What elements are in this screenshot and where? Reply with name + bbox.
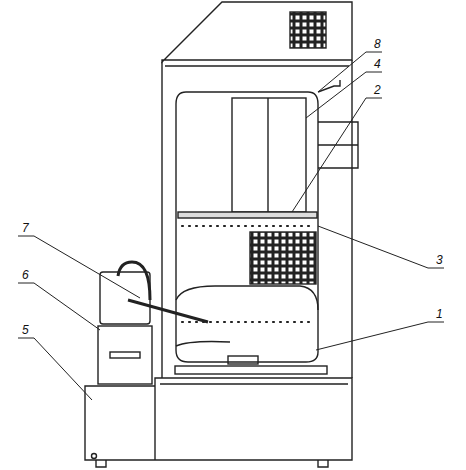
pump-body [98,326,152,384]
cabinet [162,60,352,378]
callout-number: 4 [372,58,383,71]
fuel-line [128,300,208,322]
air-holes [182,225,314,227]
callout-number: 2 [372,84,383,97]
leader-lines [18,52,444,400]
inner-cylinder [232,98,306,212]
bracket [318,80,340,92]
chamber-grille [250,232,316,284]
pump-slot [110,352,140,358]
hood-grille [290,12,326,48]
callout-number: 1 [434,308,445,321]
callout-number: 7 [20,222,31,235]
exhaust-outlet [318,122,358,168]
inner-cylinder-edge [267,98,268,212]
drain-plug [92,454,97,459]
burner-base [228,356,258,364]
feet [96,460,328,467]
combustion-chamber [176,92,318,362]
callout-number: 5 [20,324,31,337]
callout-number: 8 [372,38,383,51]
base-plate [175,366,327,374]
frame [85,378,352,460]
plate [178,212,317,218]
hood [162,2,352,62]
lower-bulge [176,286,318,346]
callout-number: 3 [434,254,445,267]
pump-top [100,272,150,324]
callout-number: 6 [20,269,31,282]
